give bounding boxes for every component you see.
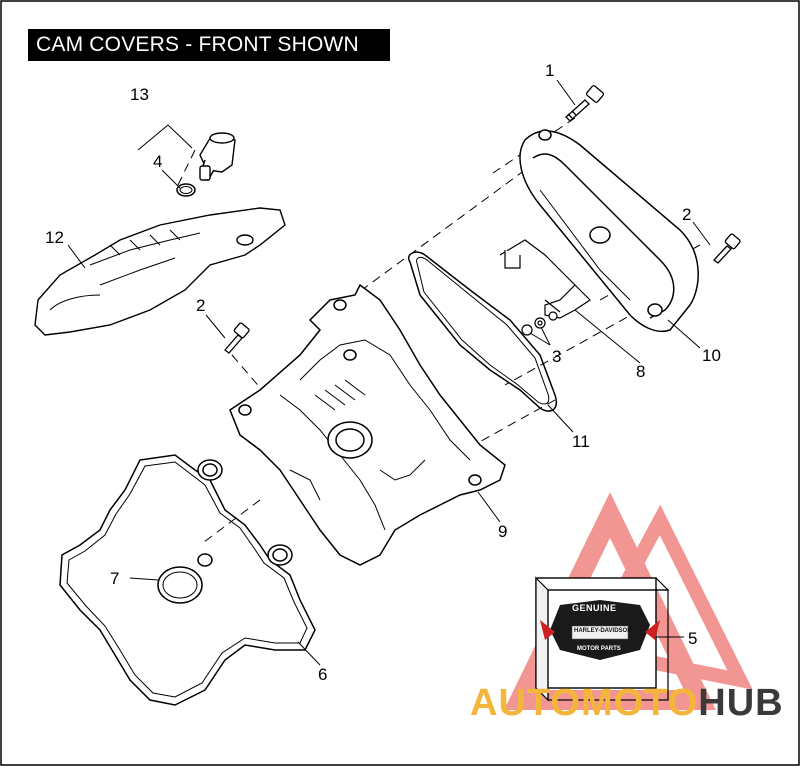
badge-motor-parts-text: MOTOR PARTS	[577, 646, 621, 652]
outer-cam-cover-part-10	[519, 129, 699, 332]
watermark-part2: HUB	[698, 682, 784, 724]
callout-12: 12	[45, 228, 64, 247]
fasteners-part-3	[521, 311, 558, 336]
callout-bracket-13	[137, 124, 193, 151]
bolt-part-1	[565, 85, 605, 122]
large-gasket-part-6	[59, 454, 316, 706]
genuine-parts-box-part-5	[535, 576, 670, 702]
breather-assembly-part-13	[199, 132, 236, 181]
watermark-logo: AUTOMOTOHUB	[470, 684, 784, 722]
callout-3: 3	[552, 347, 562, 366]
cam-cover-body-part-9	[229, 283, 506, 566]
badge-genuine-text: GENUINE	[572, 603, 617, 613]
bolt-part-2-left	[224, 322, 250, 354]
bracket-part-8	[499, 239, 591, 319]
callout-11: 11	[572, 432, 590, 451]
callout-4: 4	[153, 152, 163, 171]
badge-brand-text: HARLEY-DAVIDSON	[574, 628, 632, 634]
callout-1: 1	[545, 61, 555, 80]
callout-10: 10	[702, 346, 721, 365]
callout-13: 13	[130, 85, 149, 104]
o-ring-part-4	[176, 183, 196, 197]
callout-5: 5	[688, 629, 698, 648]
callout-7: 7	[110, 569, 120, 588]
diagram-title: CAM COVERS - FRONT SHOWN	[28, 29, 390, 61]
gasket-part-11	[408, 251, 557, 412]
callout-leaders	[67, 79, 711, 666]
callout-6: 6	[318, 665, 328, 684]
watermark-part1: AUTOMOTO	[470, 682, 699, 724]
callout-8: 8	[636, 362, 646, 381]
seal-part-7	[157, 553, 213, 604]
cover-top-part-12	[34, 207, 286, 336]
callout-2-left: 2	[196, 296, 206, 315]
bolt-part-2-right	[713, 233, 741, 264]
callout-2-right: 2	[682, 205, 692, 224]
callout-9: 9	[498, 522, 508, 541]
